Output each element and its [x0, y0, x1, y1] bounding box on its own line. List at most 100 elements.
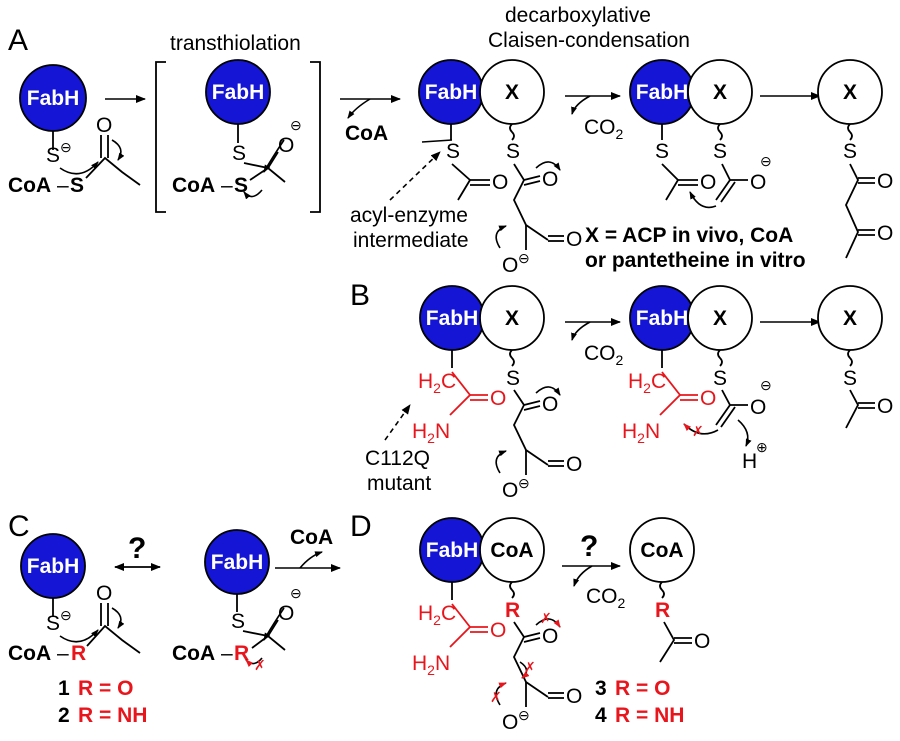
fabh-label: FabH — [27, 555, 80, 578]
dash: – — [221, 174, 233, 197]
blocked-cross: ✗ — [540, 610, 552, 626]
x-label: X — [505, 307, 519, 330]
x-label: X — [843, 81, 857, 104]
caption-acyl-enzyme: acyl-enzyme — [350, 204, 468, 227]
caption-transthiolation: transthiolation — [170, 32, 301, 55]
panel-d: D FabH CoA H2C O H2N R O O O ⊖ ✗ ✗ ✗ ? C… — [350, 510, 710, 734]
charge-minus: ⊖ — [290, 117, 302, 133]
blocked-cross: ✗ — [254, 657, 266, 673]
enolate-o: O — [750, 171, 766, 194]
compound-1-def: R = O — [78, 677, 133, 700]
thioester-s: S — [506, 140, 520, 163]
amide-h2n: H2N — [622, 420, 660, 446]
carbonyl-o: O — [542, 168, 558, 191]
methylene-h2c: H2C — [418, 370, 456, 396]
compound-2-number: 2 — [58, 704, 70, 727]
compound-3-number: 3 — [595, 677, 607, 700]
compound-4-def: R = NH — [615, 704, 684, 727]
caption-claisen: Claisen-condensation — [488, 29, 690, 52]
fabh-label: FabH — [426, 307, 479, 330]
charge-minus: ⊖ — [760, 153, 772, 169]
fabh-label: FabH — [636, 307, 689, 330]
compound-1-number: 1 — [58, 677, 70, 700]
charge-minus: ⊖ — [60, 607, 72, 623]
panel-c: C FabH S ⊖ CoA – R O ? FabH S CoA – R O … — [8, 510, 341, 727]
carbonyl-o: O — [96, 114, 112, 137]
coa-released: CoA — [290, 526, 333, 549]
x-label: X — [713, 81, 727, 104]
x-definition-line2: or pantetheine in vitro — [585, 249, 806, 272]
co2-label: CO2 — [586, 585, 626, 611]
x-label: X — [843, 307, 857, 330]
panel-c-label: C — [8, 510, 30, 543]
panel-a-label: A — [8, 24, 28, 57]
carbonyl-o: O — [96, 582, 112, 605]
caption-mutant: mutant — [367, 472, 431, 495]
thioester-s: S — [446, 140, 460, 163]
r-group: R — [234, 642, 249, 665]
carbonyl-o: O — [877, 395, 893, 418]
panel-b: B FabH X H2C O H2N S O O O ⊖ C112Q mutan… — [350, 279, 893, 502]
enolate-o: O — [750, 396, 766, 419]
coa-label: CoA — [8, 642, 51, 665]
charge-minus: ⊖ — [518, 250, 530, 266]
coa-label: CoA — [640, 539, 683, 562]
fabh-label: FabH — [636, 81, 689, 104]
dash: – — [57, 642, 69, 665]
dash: – — [57, 174, 69, 197]
thioester-s: S — [655, 140, 669, 163]
panel-b-label: B — [350, 279, 370, 312]
r-group: R — [71, 642, 86, 665]
charge-minus: ⊖ — [60, 139, 72, 155]
thioether-s: S — [231, 610, 245, 633]
carbonyl-o: O — [694, 630, 710, 653]
carbonyl-o: O — [566, 453, 582, 476]
fabh-label: FabH — [212, 81, 265, 104]
charge-minus: ⊖ — [760, 377, 772, 393]
compound-2-def: R = NH — [78, 704, 147, 727]
carboxylate-o: O — [502, 254, 518, 277]
co2-label: CO2 — [584, 342, 624, 368]
fabh-label: FabH — [426, 539, 479, 562]
methylene-h2c: H2C — [418, 602, 456, 628]
fabh-label: FabH — [27, 87, 80, 110]
carbonyl-o: O — [566, 228, 582, 251]
coa-label: CoA — [8, 174, 51, 197]
panel-d-label: D — [350, 510, 372, 543]
carboxylate-o: O — [502, 711, 518, 734]
amide-o: O — [490, 619, 506, 642]
carbonyl-o: O — [492, 171, 508, 194]
thiolate-s: S — [46, 144, 60, 167]
fabh-label: FabH — [425, 81, 478, 104]
coa-label: CoA — [172, 642, 215, 665]
methylene-h2c: H2C — [628, 370, 666, 396]
carbonyl-o: O — [542, 625, 558, 648]
thioester-s: S — [713, 140, 727, 163]
carbonyl-o: O — [700, 171, 716, 194]
charge-minus: ⊖ — [518, 707, 530, 723]
blocked-cross: ✗ — [692, 423, 704, 439]
thioester-s: S — [70, 174, 84, 197]
alkoxide-o: O — [278, 134, 294, 157]
amide-o: O — [490, 387, 506, 410]
coa-label: CoA — [490, 539, 533, 562]
thiolate-s: S — [46, 612, 60, 635]
thioether-s: S — [232, 142, 246, 165]
co2-label: CO2 — [584, 116, 624, 142]
blocked-cross: ✗ — [524, 659, 536, 675]
carboxylate-o: O — [502, 479, 518, 502]
charge-minus: ⊖ — [290, 585, 302, 601]
thioester-s: S — [713, 367, 727, 390]
amide-o: O — [700, 387, 716, 410]
uncertain-mark: ? — [580, 530, 598, 563]
amide-h2n: H2N — [412, 420, 450, 446]
thioester-s: S — [843, 367, 857, 390]
amide-h2n: H2N — [412, 652, 450, 678]
x-definition-line1: X = ACP in vivo, CoA — [585, 224, 793, 247]
fabh-label: FabH — [211, 551, 264, 574]
charge-minus: ⊖ — [518, 475, 530, 491]
carbonyl-o: O — [877, 222, 893, 245]
carbonyl-o: O — [877, 170, 893, 193]
carbonyl-o: O — [542, 393, 558, 416]
